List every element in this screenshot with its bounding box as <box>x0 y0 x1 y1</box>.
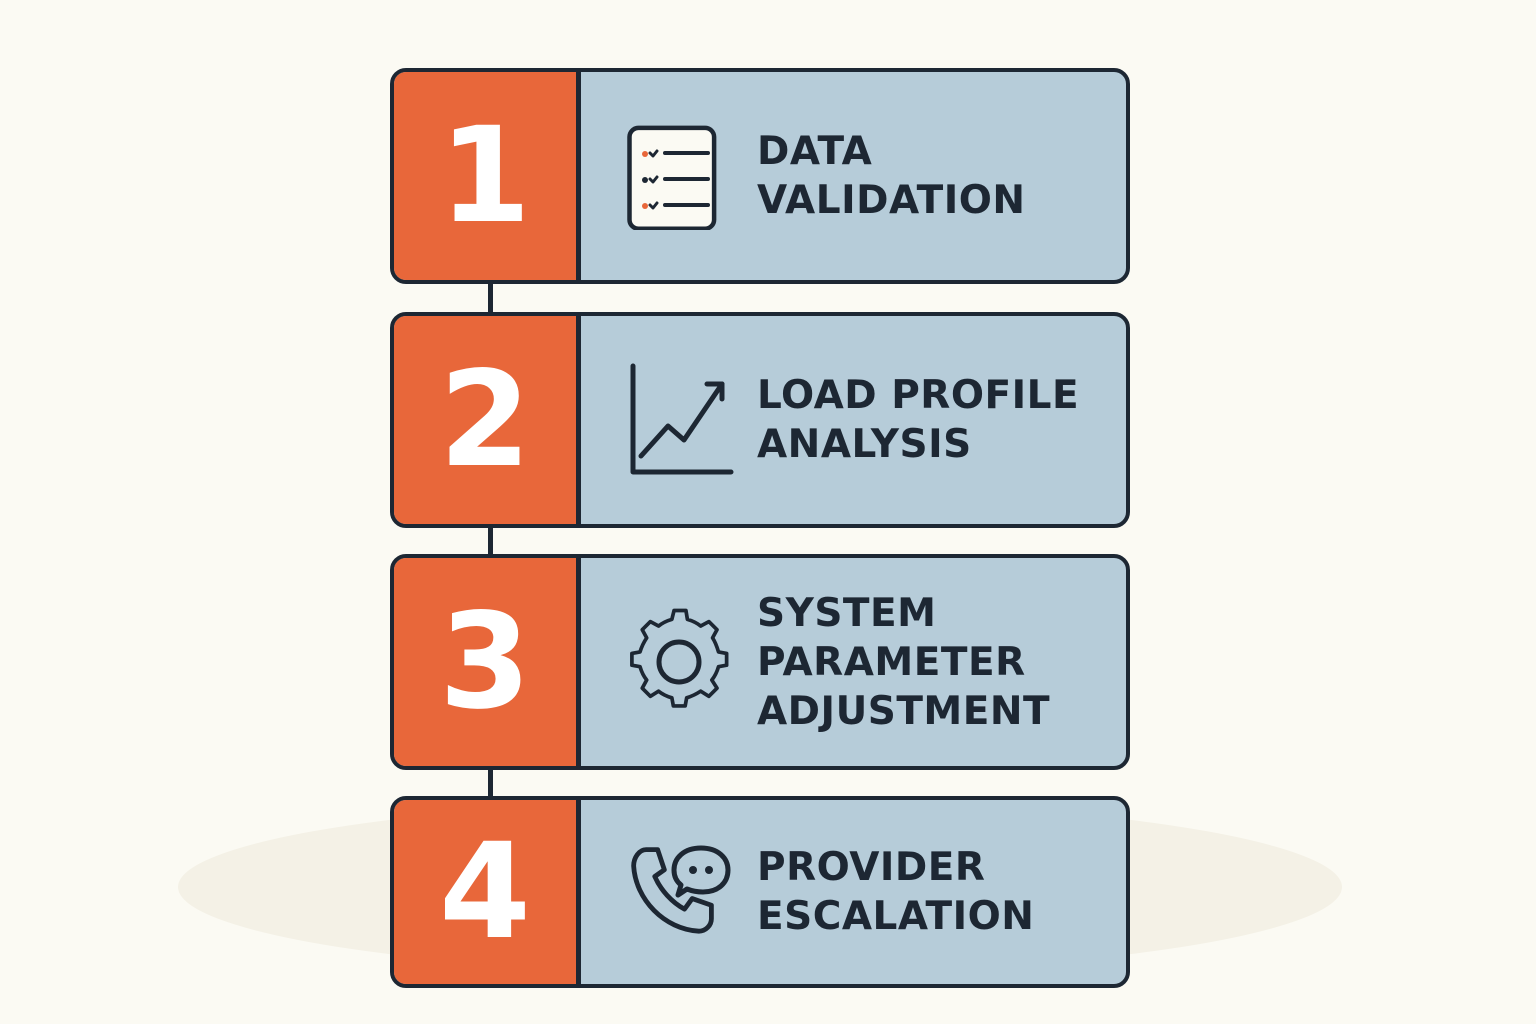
step-label-line: ANALYSIS <box>757 422 972 467</box>
step-label-line: PROVIDER <box>757 845 986 890</box>
connector-line-1-2 <box>488 282 493 316</box>
step-label-line: PARAMETER <box>757 639 1026 685</box>
connector-line-2-3 <box>488 526 493 558</box>
step-number-box: 4 <box>394 800 581 984</box>
step-card-1: 1 DATA VALIDATION <box>390 68 1130 284</box>
step-number-box: 1 <box>394 72 581 280</box>
step-label: SYSTEM PARAMETER ADJUSTMENT <box>757 589 1050 736</box>
step-number: 3 <box>439 585 531 739</box>
step-label-line: DATA <box>757 129 873 174</box>
step-label: LOAD PROFILE ANALYSIS <box>757 371 1079 469</box>
phone-chat-icon <box>619 832 739 952</box>
step-number: 1 <box>439 99 531 253</box>
step-content: LOAD PROFILE ANALYSIS <box>581 316 1126 524</box>
step-label-line: ADJUSTMENT <box>757 688 1051 734</box>
checklist-icon <box>619 116 739 236</box>
step-content: PROVIDER ESCALATION <box>581 800 1126 984</box>
step-number: 2 <box>439 343 531 497</box>
step-label: DATA VALIDATION <box>757 127 1026 225</box>
step-card-4: 4 PROVIDER ESCALATION <box>390 796 1130 988</box>
step-card-2: 2 LOAD PROFILE ANALYSIS <box>390 312 1130 528</box>
step-label: PROVIDER ESCALATION <box>757 843 1034 941</box>
step-label-line: SYSTEM <box>757 590 937 636</box>
step-card-3: 3 SYSTEM PARAMETER ADJUSTMENT <box>390 554 1130 770</box>
step-content: DATA VALIDATION <box>581 72 1126 280</box>
step-label-line: VALIDATION <box>757 178 1026 223</box>
step-number-box: 3 <box>394 558 581 766</box>
connector-line-3-4 <box>488 768 493 800</box>
step-content: SYSTEM PARAMETER ADJUSTMENT <box>581 558 1126 766</box>
trend-chart-icon <box>619 360 739 480</box>
step-number-box: 2 <box>394 316 581 524</box>
step-label-line: ESCALATION <box>757 894 1035 939</box>
step-number: 4 <box>439 815 531 969</box>
step-label-line: LOAD PROFILE <box>757 373 1080 418</box>
gear-icon <box>619 602 739 722</box>
